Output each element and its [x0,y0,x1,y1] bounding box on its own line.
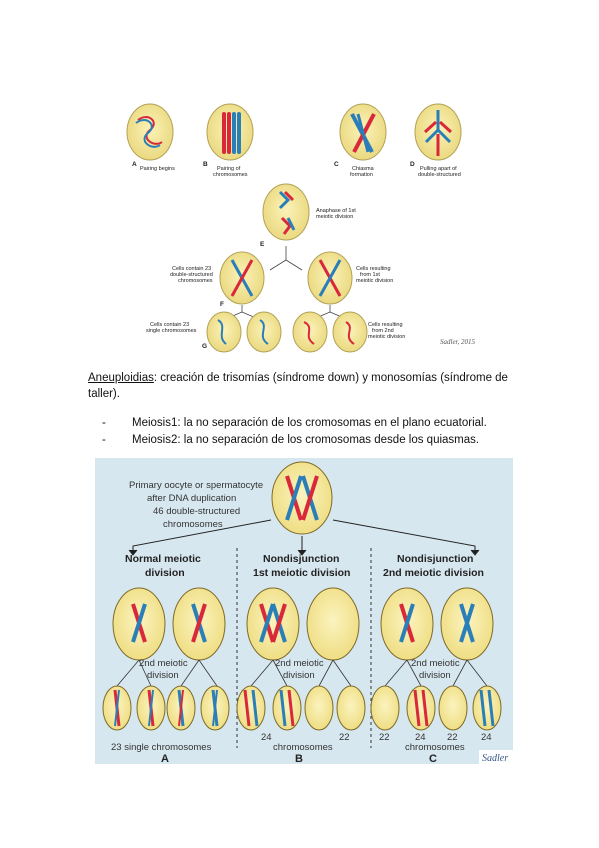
arrow-heads [128,549,480,556]
list-item: - Meiosis1: la no separación de los crom… [102,415,522,432]
cell-b [206,103,254,161]
label-cells-23: Cells contain 23 [172,266,211,272]
signature-box [479,750,513,764]
label-double-structured-f: double-structured [170,272,213,278]
connector-lines [116,659,488,687]
cells-g [206,311,368,353]
row2-cells [112,587,494,661]
letter-e: E [260,241,265,248]
label-chromosomes: chromosomes [213,172,248,178]
col-a-head-2: division [145,567,185,579]
cell-d [414,103,462,161]
letter-g: G [202,343,207,350]
label-chromosomes-f: chromosomes [178,278,213,284]
cell-a [126,103,174,161]
second-div-b-2: division [283,670,315,681]
letter-b-fig2: B [295,753,303,764]
cell-f-right [307,251,353,305]
caption-b: chromosomes [273,742,333,753]
letter-f: F [220,301,224,308]
letter-c-fig2: C [429,753,437,764]
primary-cell [271,461,333,535]
label-double-structured: double-structured [418,172,461,178]
second-div-a-2: division [147,670,179,681]
caption-a: 23 single chromosomes [111,742,212,753]
label-single-chromosomes: single chromosomes [146,328,197,334]
nondisjunction-figure: Primary oocyte or spermatocyte after DNA… [95,458,513,764]
label-from-2nd: from 2nd [372,328,394,334]
label-pulling-apart: Pulling apart of [420,166,457,172]
count-b-24: 24 [261,732,272,743]
label-pairing-begins: Pairing begins [140,166,175,172]
label-cells-resulting-2: Cells resulting [368,322,403,328]
second-div-c-1: 2nd meiotic [411,658,460,669]
figure1-signature: Sadler, 2015 [440,338,476,346]
label-chiasma: Chiasma [352,166,375,172]
top-label-2: after DNA duplication [147,493,236,504]
letter-c: C [334,161,339,168]
top-label-4: chromosomes [163,519,223,530]
cell-c [339,103,387,161]
label-anaphase: Anaphase of 1st [316,208,356,214]
figure2-signature: Sadler [482,753,508,764]
col-c-head-2: 2nd meiotic division [383,567,484,579]
cell-f-left [219,251,265,305]
label-cells-23-single: Cells contain 23 [150,322,189,328]
split-arrows-f [227,305,345,319]
count-b-22: 22 [339,732,350,743]
aneuploidy-definition: : creación de trisomías (síndrome down) … [88,372,508,400]
count-c-24a: 24 [415,732,426,743]
label-cells-resulting-1: Cells resulting [356,266,391,272]
label-from-1st: from 1st [360,272,380,278]
meiosis-stages-figure: A Pairing begins B Pairing of chromosome… [126,103,476,353]
bullet-list: - Meiosis1: la no separación de los crom… [102,415,522,449]
list-item: - Meiosis2: la no separación de los crom… [102,432,522,449]
count-c-22a: 22 [379,732,390,743]
label-meiotic-division-f: meiotic division [356,278,393,284]
top-label-1: Primary oocyte or spermatocyte [129,480,263,491]
col-b-head-2: 1st meiotic division [253,567,350,579]
letter-a: A [132,161,137,168]
col-c-head-1: Nondisjunction [397,553,473,565]
second-div-a-1: 2nd meiotic [139,658,188,669]
bottom-cells [102,685,502,731]
caption-c: chromosomes [405,742,465,753]
aneuploidy-paragraph: Aneuploidias: creación de trisomías (sín… [88,370,508,402]
second-div-c-2: division [419,670,451,681]
second-div-b-1: 2nd meiotic [275,658,324,669]
count-c-24b: 24 [481,732,492,743]
label-meiotic-division-e: meiotic division [316,214,353,220]
col-b-head-1: Nondisjunction [263,553,339,565]
aneuploidy-term: Aneuploidias [88,372,154,384]
cell-e [262,183,310,241]
letter-b: B [203,161,208,168]
bullet-meiosis2: Meiosis2: la no separación de los cromos… [132,434,480,446]
count-c-22b: 22 [447,732,458,743]
split-arrow-e [269,246,303,271]
top-label-3: 46 double-structured [153,506,240,517]
label-meiotic-division-g: meiotic division [368,334,405,340]
bullet-meiosis1: Meiosis1: la no separación de los cromos… [132,417,487,429]
letter-a-fig2: A [161,753,169,764]
col-a-head-1: Normal meiotic [125,553,201,565]
label-formation: formation [350,172,373,178]
letter-d: D [410,161,415,168]
label-pairing-of: Pairing of [217,166,241,172]
